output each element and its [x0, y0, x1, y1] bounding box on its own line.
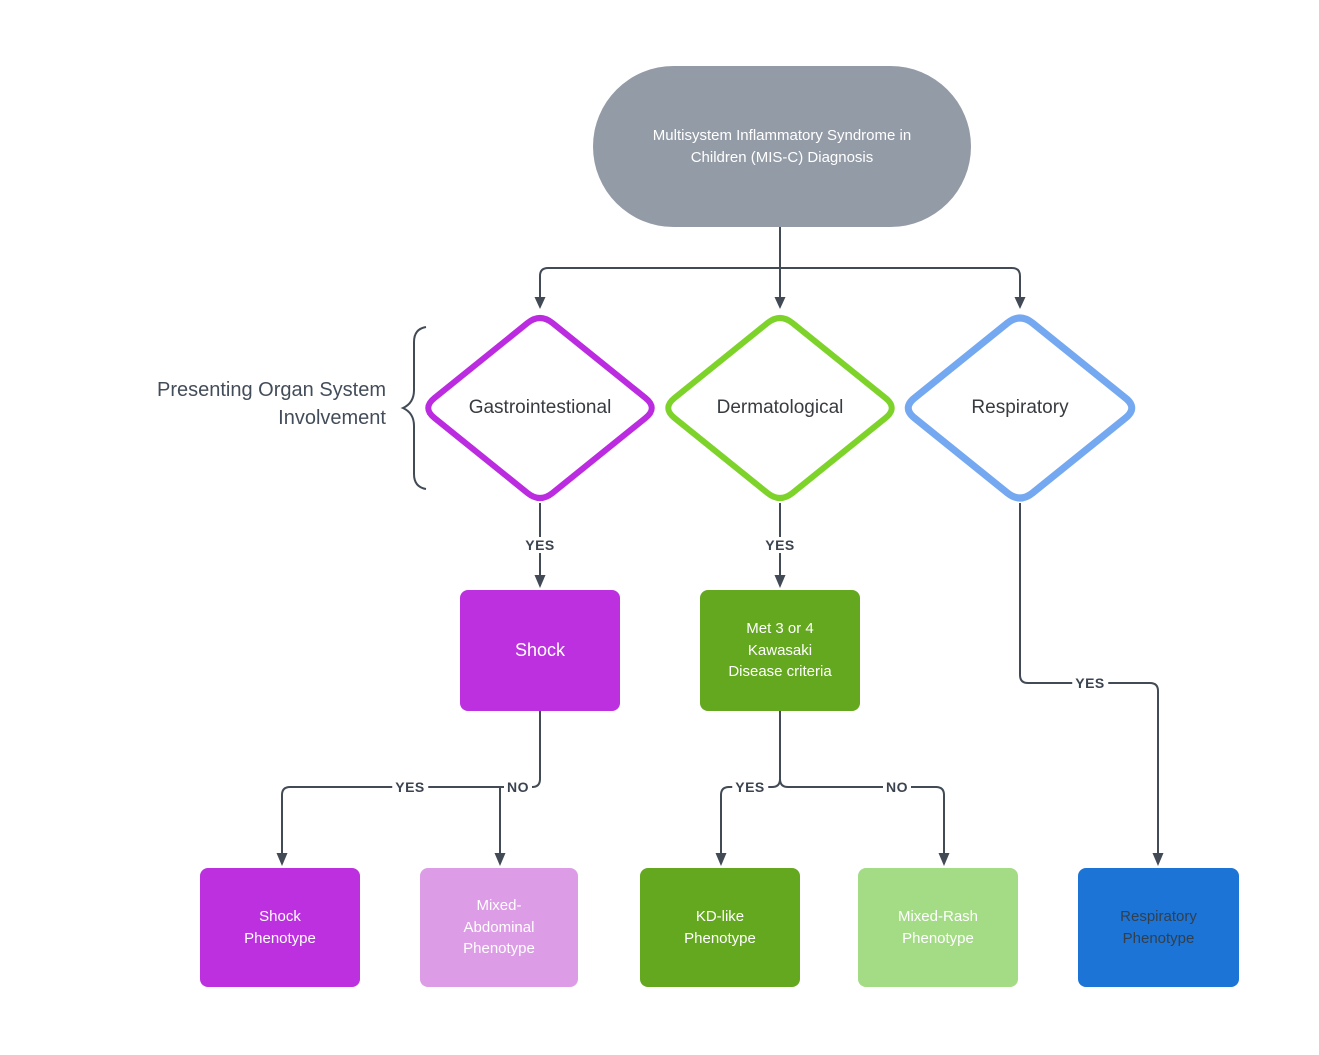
node-shock: Shock [460, 590, 620, 711]
edge-label-kawasaki-yes: YES [732, 779, 768, 795]
arrowhead-shock-phenotype [276, 853, 288, 866]
node-kawasaki-criteria: Met 3 or 4 Kawasaki Disease criteria [700, 590, 860, 711]
edge-kawasaki-no [779, 778, 945, 853]
arrowhead-kawasaki [774, 575, 786, 588]
node-respiratory-label: Respiratory [971, 397, 1069, 418]
arrowhead-derm [774, 297, 786, 309]
edge-label-shock-yes: YES [392, 779, 428, 795]
edge-split-left [539, 267, 780, 298]
arrowhead-gastro [534, 297, 546, 309]
arrowhead-kd-like [715, 853, 727, 866]
arrowhead-resp [1014, 297, 1026, 309]
arrowhead-mixed-abdominal [494, 853, 506, 866]
node-kd-like-phenotype: KD-like Phenotype [640, 868, 800, 987]
edge-label-kawasaki-no: NO [883, 779, 911, 795]
diamond-dermatological [665, 315, 895, 501]
edge-label-derm-yes: YES [762, 537, 798, 553]
node-shock-phenotype: Shock Phenotype [200, 868, 360, 987]
node-mixed-abdominal-phenotype: Mixed- Abdominal Phenotype [420, 868, 578, 987]
curly-brace [400, 326, 427, 490]
edge-label-gastro-yes: YES [522, 537, 558, 553]
node-misc-diagnosis: Multisystem Inflammatory Syndrome in Chi… [593, 66, 971, 227]
node-mixed-rash-phenotype: Mixed-Rash Phenotype [858, 868, 1018, 987]
arrowhead-resp-phenotype [1152, 853, 1164, 866]
edge-label-resp-yes: YES [1072, 675, 1108, 691]
arrowhead-shock [534, 575, 546, 588]
node-dermatological-label: Dermatological [716, 397, 844, 418]
side-annotation: Presenting Organ System Involvement [157, 379, 386, 429]
diamond-gastrointestinal [425, 315, 655, 501]
edge-split-right [780, 267, 1021, 298]
node-respiratory-phenotype: Respiratory Phenotype [1078, 868, 1239, 987]
node-gastrointestinal-label: Gastrointestional [468, 397, 612, 418]
edge-label-shock-no: NO [504, 779, 532, 795]
arrowhead-mixed-rash [938, 853, 950, 866]
diamond-respiratory [904, 314, 1136, 502]
